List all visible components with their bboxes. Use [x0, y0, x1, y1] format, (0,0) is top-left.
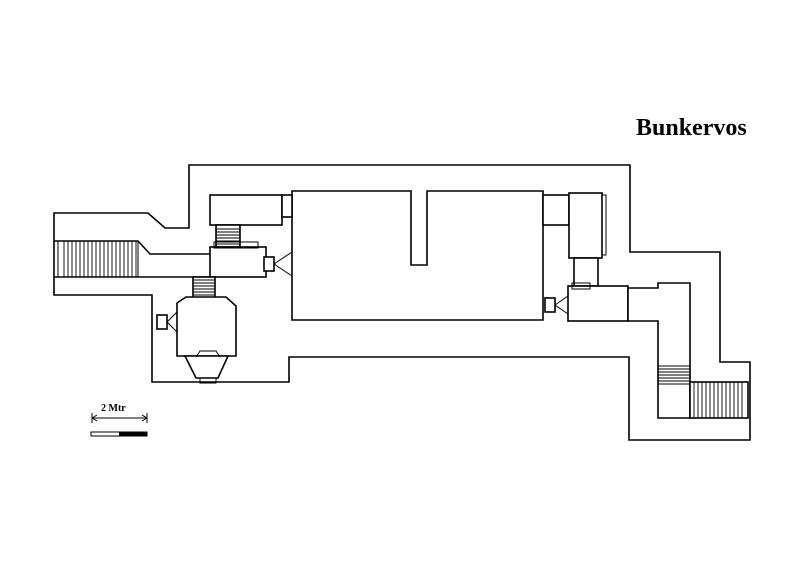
upper-right-wall [601, 194, 607, 256]
machine-outlet [183, 355, 230, 379]
airlock-left [209, 246, 267, 278]
entrance-grating-left [57, 240, 139, 278]
upper-right-room [568, 192, 603, 259]
outer-wall [53, 164, 751, 441]
door-hinge-left [263, 256, 275, 272]
door-swing-left [273, 251, 293, 277]
stair-right [573, 257, 599, 287]
upper-left-passage [281, 194, 293, 218]
door-swing-right [554, 295, 569, 315]
door-swing-machine [166, 311, 178, 333]
scale-label: 2 Mtr [101, 403, 126, 414]
stair-steps-lower-left [193, 279, 215, 296]
exit-stair-steps [658, 365, 690, 385]
grating-bars-left [63, 241, 137, 277]
door-hinge-machine [156, 314, 168, 330]
plan-title: Bunkervos [636, 115, 747, 141]
airlock-right [567, 285, 629, 322]
airlock-right-lintel [571, 282, 591, 290]
machine-room [176, 296, 237, 357]
outlet-flange [195, 350, 221, 384]
grating-bars-right [693, 382, 743, 418]
main-hall [291, 190, 544, 321]
airlock-lintel [213, 241, 259, 249]
door-hinge-right [544, 297, 556, 313]
stair-steps-upper-left [216, 228, 240, 245]
entrance-corridor-left [54, 240, 212, 278]
upper-left-room [209, 194, 283, 226]
scale-bar [90, 413, 148, 437]
exit-corridor-right [689, 381, 749, 419]
exit-shaft [627, 282, 691, 419]
upper-right-passage [542, 194, 570, 226]
